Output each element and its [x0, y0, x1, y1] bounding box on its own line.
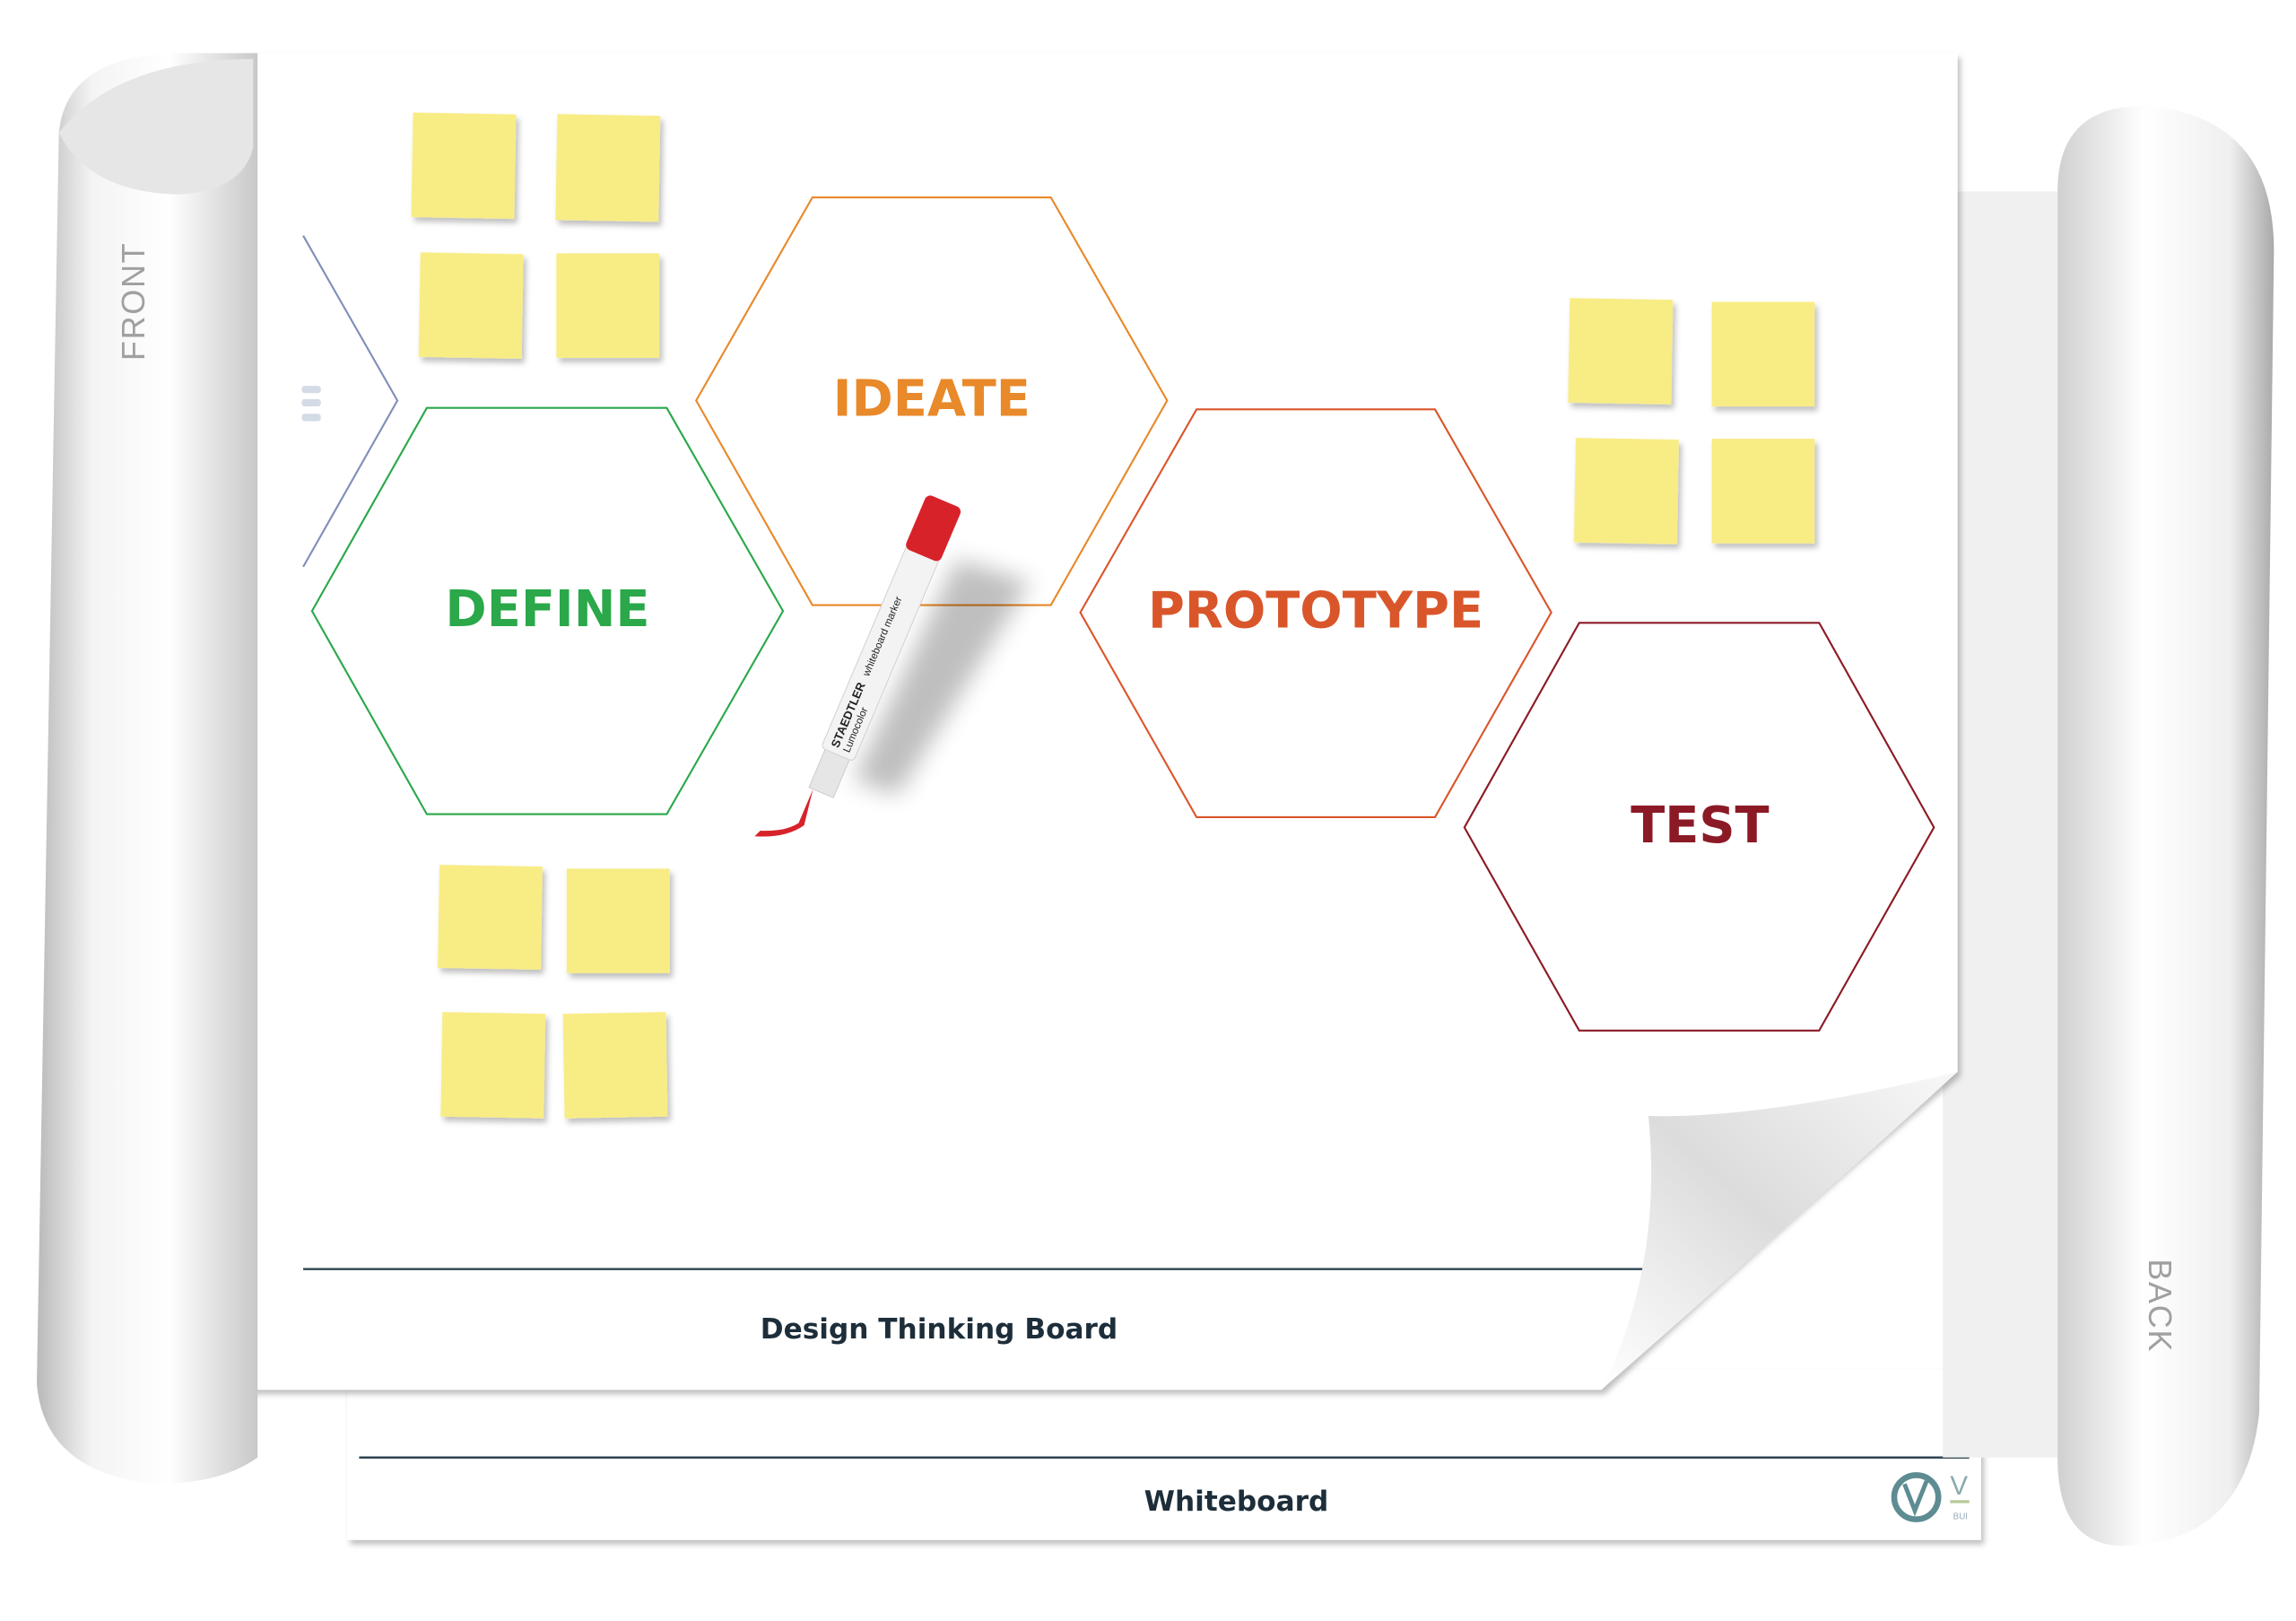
whiteboard-marker: STAEDTLER Lumocolor whiteboard marker — [754, 495, 1031, 837]
stage-label: PROTOTYPE — [1148, 582, 1483, 641]
back-label: BACK — [2142, 1259, 2179, 1353]
right-roll: BACK — [1943, 106, 2274, 1547]
svg-text:V: V — [1950, 1471, 1968, 1501]
back-sheet: Whiteboard V BUI — [347, 1369, 1981, 1540]
partial-stage-hexagon — [302, 235, 399, 568]
sticky-note — [418, 252, 524, 359]
sticky-note — [566, 868, 670, 973]
front-sheet: Design Thinking Board DEFINE IDEATE PROT… — [242, 53, 1958, 1390]
stage-prototype: PROTOTYPE — [1079, 408, 1552, 818]
sticky-note — [556, 253, 660, 358]
sticky-note — [1568, 298, 1674, 405]
front-label: FRONT — [115, 242, 152, 362]
sticky-note — [562, 1012, 668, 1119]
stage-ideate: IDEATE — [694, 196, 1169, 606]
sticky-note — [440, 1012, 546, 1119]
left-roll: FRONT — [37, 53, 258, 1485]
stage-label: TEST — [1631, 797, 1769, 855]
sticky-note — [1711, 439, 1815, 544]
stage-label: IDEATE — [833, 370, 1031, 428]
stage-label: DEFINE — [445, 580, 649, 639]
back-sheet-title: Whiteboard — [1144, 1486, 1329, 1518]
sticky-note — [1711, 301, 1815, 407]
partial-stage-handle-icon — [301, 386, 321, 422]
sticky-note — [411, 112, 517, 219]
sticky-note — [555, 114, 661, 222]
svg-text:BUI: BUI — [1953, 1512, 1968, 1522]
sticky-note — [438, 865, 543, 970]
stage-define: DEFINE — [310, 406, 785, 815]
stage-test: TEST — [1463, 622, 1935, 1032]
front-sheet-title: Design Thinking Board — [761, 1313, 1118, 1346]
page-curl — [1601, 1071, 1958, 1390]
sticky-note — [1573, 438, 1679, 545]
brand-logo: V BUI — [1891, 1471, 1970, 1522]
